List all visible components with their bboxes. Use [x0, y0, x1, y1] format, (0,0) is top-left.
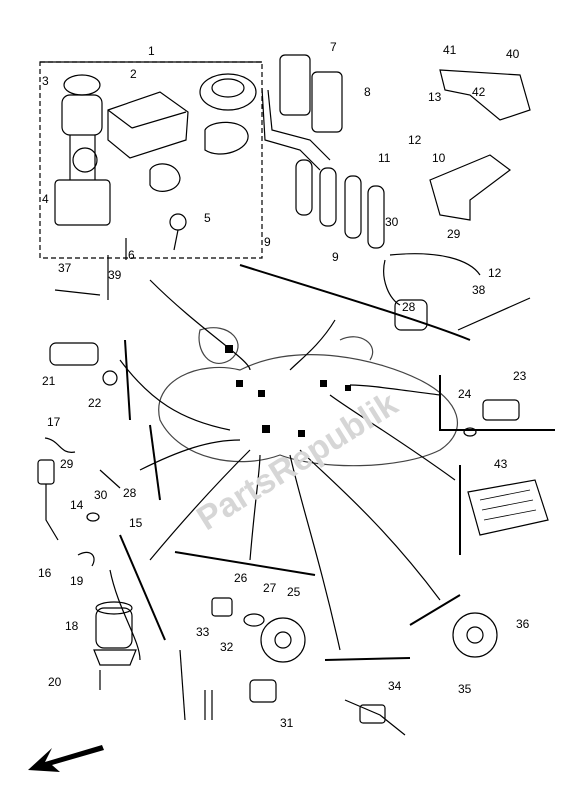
- callout-10: 10: [432, 151, 446, 165]
- bracket-40: [439, 69, 531, 121]
- callout-17: 17: [47, 415, 61, 429]
- callout-27: 27: [263, 581, 277, 595]
- callout-30: 30: [385, 215, 399, 229]
- callout-30: 30: [94, 488, 108, 502]
- callout-13: 13: [428, 90, 442, 104]
- callout-40: 40: [506, 47, 520, 61]
- callout-25: 25: [287, 585, 301, 599]
- callout-34: 34: [388, 679, 402, 693]
- callout-36: 36: [516, 617, 530, 631]
- callout-24: 24: [458, 387, 472, 401]
- ignition-coil-a: [279, 54, 311, 116]
- o2-sensor-34: [344, 699, 406, 736]
- ignition-switch: [61, 94, 103, 136]
- bracket-10: [429, 154, 511, 221]
- callout-14: 14: [70, 498, 84, 512]
- plug-cap-4: [367, 185, 385, 249]
- ignition-coil-b: [311, 71, 343, 133]
- callout-28: 28: [123, 486, 137, 500]
- plug-cap-1: [295, 159, 313, 216]
- callout-21: 21: [42, 374, 56, 388]
- callout-35: 35: [458, 682, 472, 696]
- callout-37: 37: [58, 261, 72, 275]
- callout-28: 28: [402, 300, 416, 314]
- ecu-unit: [107, 91, 189, 159]
- callout-5: 5: [204, 211, 211, 225]
- callout-26: 26: [234, 571, 248, 585]
- relay-28: [394, 299, 428, 331]
- solenoid-18: [95, 607, 133, 649]
- sensor-23: [482, 399, 520, 421]
- callout-9: 9: [264, 235, 271, 249]
- callout-4: 4: [42, 192, 49, 206]
- callout-19: 19: [70, 574, 84, 588]
- callout-labels: 1234567899101112121314151617181920212223…: [38, 40, 530, 730]
- chassis-outline: [158, 354, 458, 467]
- callout-3: 3: [42, 74, 49, 88]
- callout-22: 22: [88, 396, 102, 410]
- plug-cap-3: [344, 175, 362, 239]
- callout-20: 20: [48, 675, 62, 689]
- callout-7: 7: [330, 40, 337, 54]
- callout-43: 43: [494, 457, 508, 471]
- callout-41: 41: [443, 43, 457, 57]
- regulator-43: [467, 479, 549, 536]
- plug-cap-2: [319, 167, 337, 227]
- callout-16: 16: [38, 566, 52, 580]
- callout-32: 32: [220, 640, 234, 654]
- tps-35: [452, 612, 498, 658]
- callout-39: 39: [108, 268, 122, 282]
- callout-42: 42: [472, 85, 486, 99]
- callout-1: 1: [148, 44, 155, 58]
- callout-33: 33: [196, 625, 210, 639]
- callout-29: 29: [447, 227, 461, 241]
- pickup-25: [260, 617, 306, 663]
- sensor-16: [37, 459, 55, 485]
- callout-2: 2: [130, 67, 137, 81]
- front-arrow: [28, 745, 104, 772]
- callout-11: 11: [378, 151, 391, 165]
- callout-18: 18: [65, 619, 79, 633]
- callout-12: 12: [408, 133, 422, 147]
- callout-9: 9: [332, 250, 339, 264]
- callout-8: 8: [364, 85, 371, 99]
- callout-12: 12: [488, 266, 502, 280]
- callout-38: 38: [472, 283, 486, 297]
- key: [169, 213, 187, 231]
- callout-31: 31: [280, 716, 294, 730]
- group-1-frame: [39, 61, 263, 259]
- callout-6: 6: [128, 248, 135, 262]
- callout-15: 15: [129, 516, 143, 530]
- callout-29: 29: [60, 457, 74, 471]
- callout-23: 23: [513, 369, 527, 383]
- sensor-21: [49, 342, 99, 366]
- sensor-31: [249, 679, 277, 703]
- watermark: PartsRepublik: [190, 385, 404, 538]
